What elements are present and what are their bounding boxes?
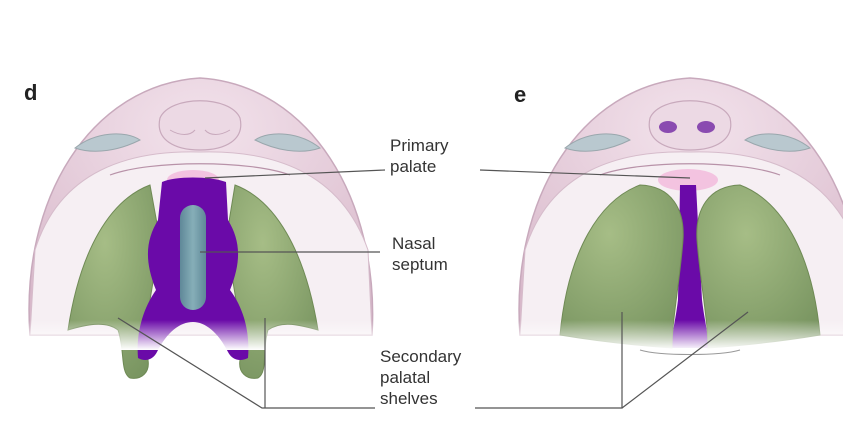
panel-label-d: d <box>24 80 37 106</box>
label-primary-palate: Primary palate <box>390 135 449 177</box>
panel-d-illustration <box>20 78 390 378</box>
label-secondary-palatal-shelves: Secondary palatal shelves <box>380 346 461 409</box>
label-primary-palate-line2: palate <box>390 156 449 177</box>
label-secondary-line3: shelves <box>380 388 461 409</box>
label-nasal-septum-line1: Nasal <box>392 233 448 254</box>
panel-e-illustration <box>510 78 843 355</box>
panel-e-nostril-right <box>697 121 715 133</box>
label-secondary-line1: Secondary <box>380 346 461 367</box>
label-nasal-septum: Nasal septum <box>392 233 448 275</box>
panel-label-e: e <box>514 82 526 108</box>
label-primary-palate-line1: Primary <box>390 135 449 156</box>
panel-e-nostril-left <box>659 121 677 133</box>
label-nasal-septum-line2: septum <box>392 254 448 275</box>
label-secondary-line2: palatal <box>380 367 461 388</box>
panel-d-nose <box>159 101 241 150</box>
panel-d-nasal-septum <box>180 205 206 310</box>
